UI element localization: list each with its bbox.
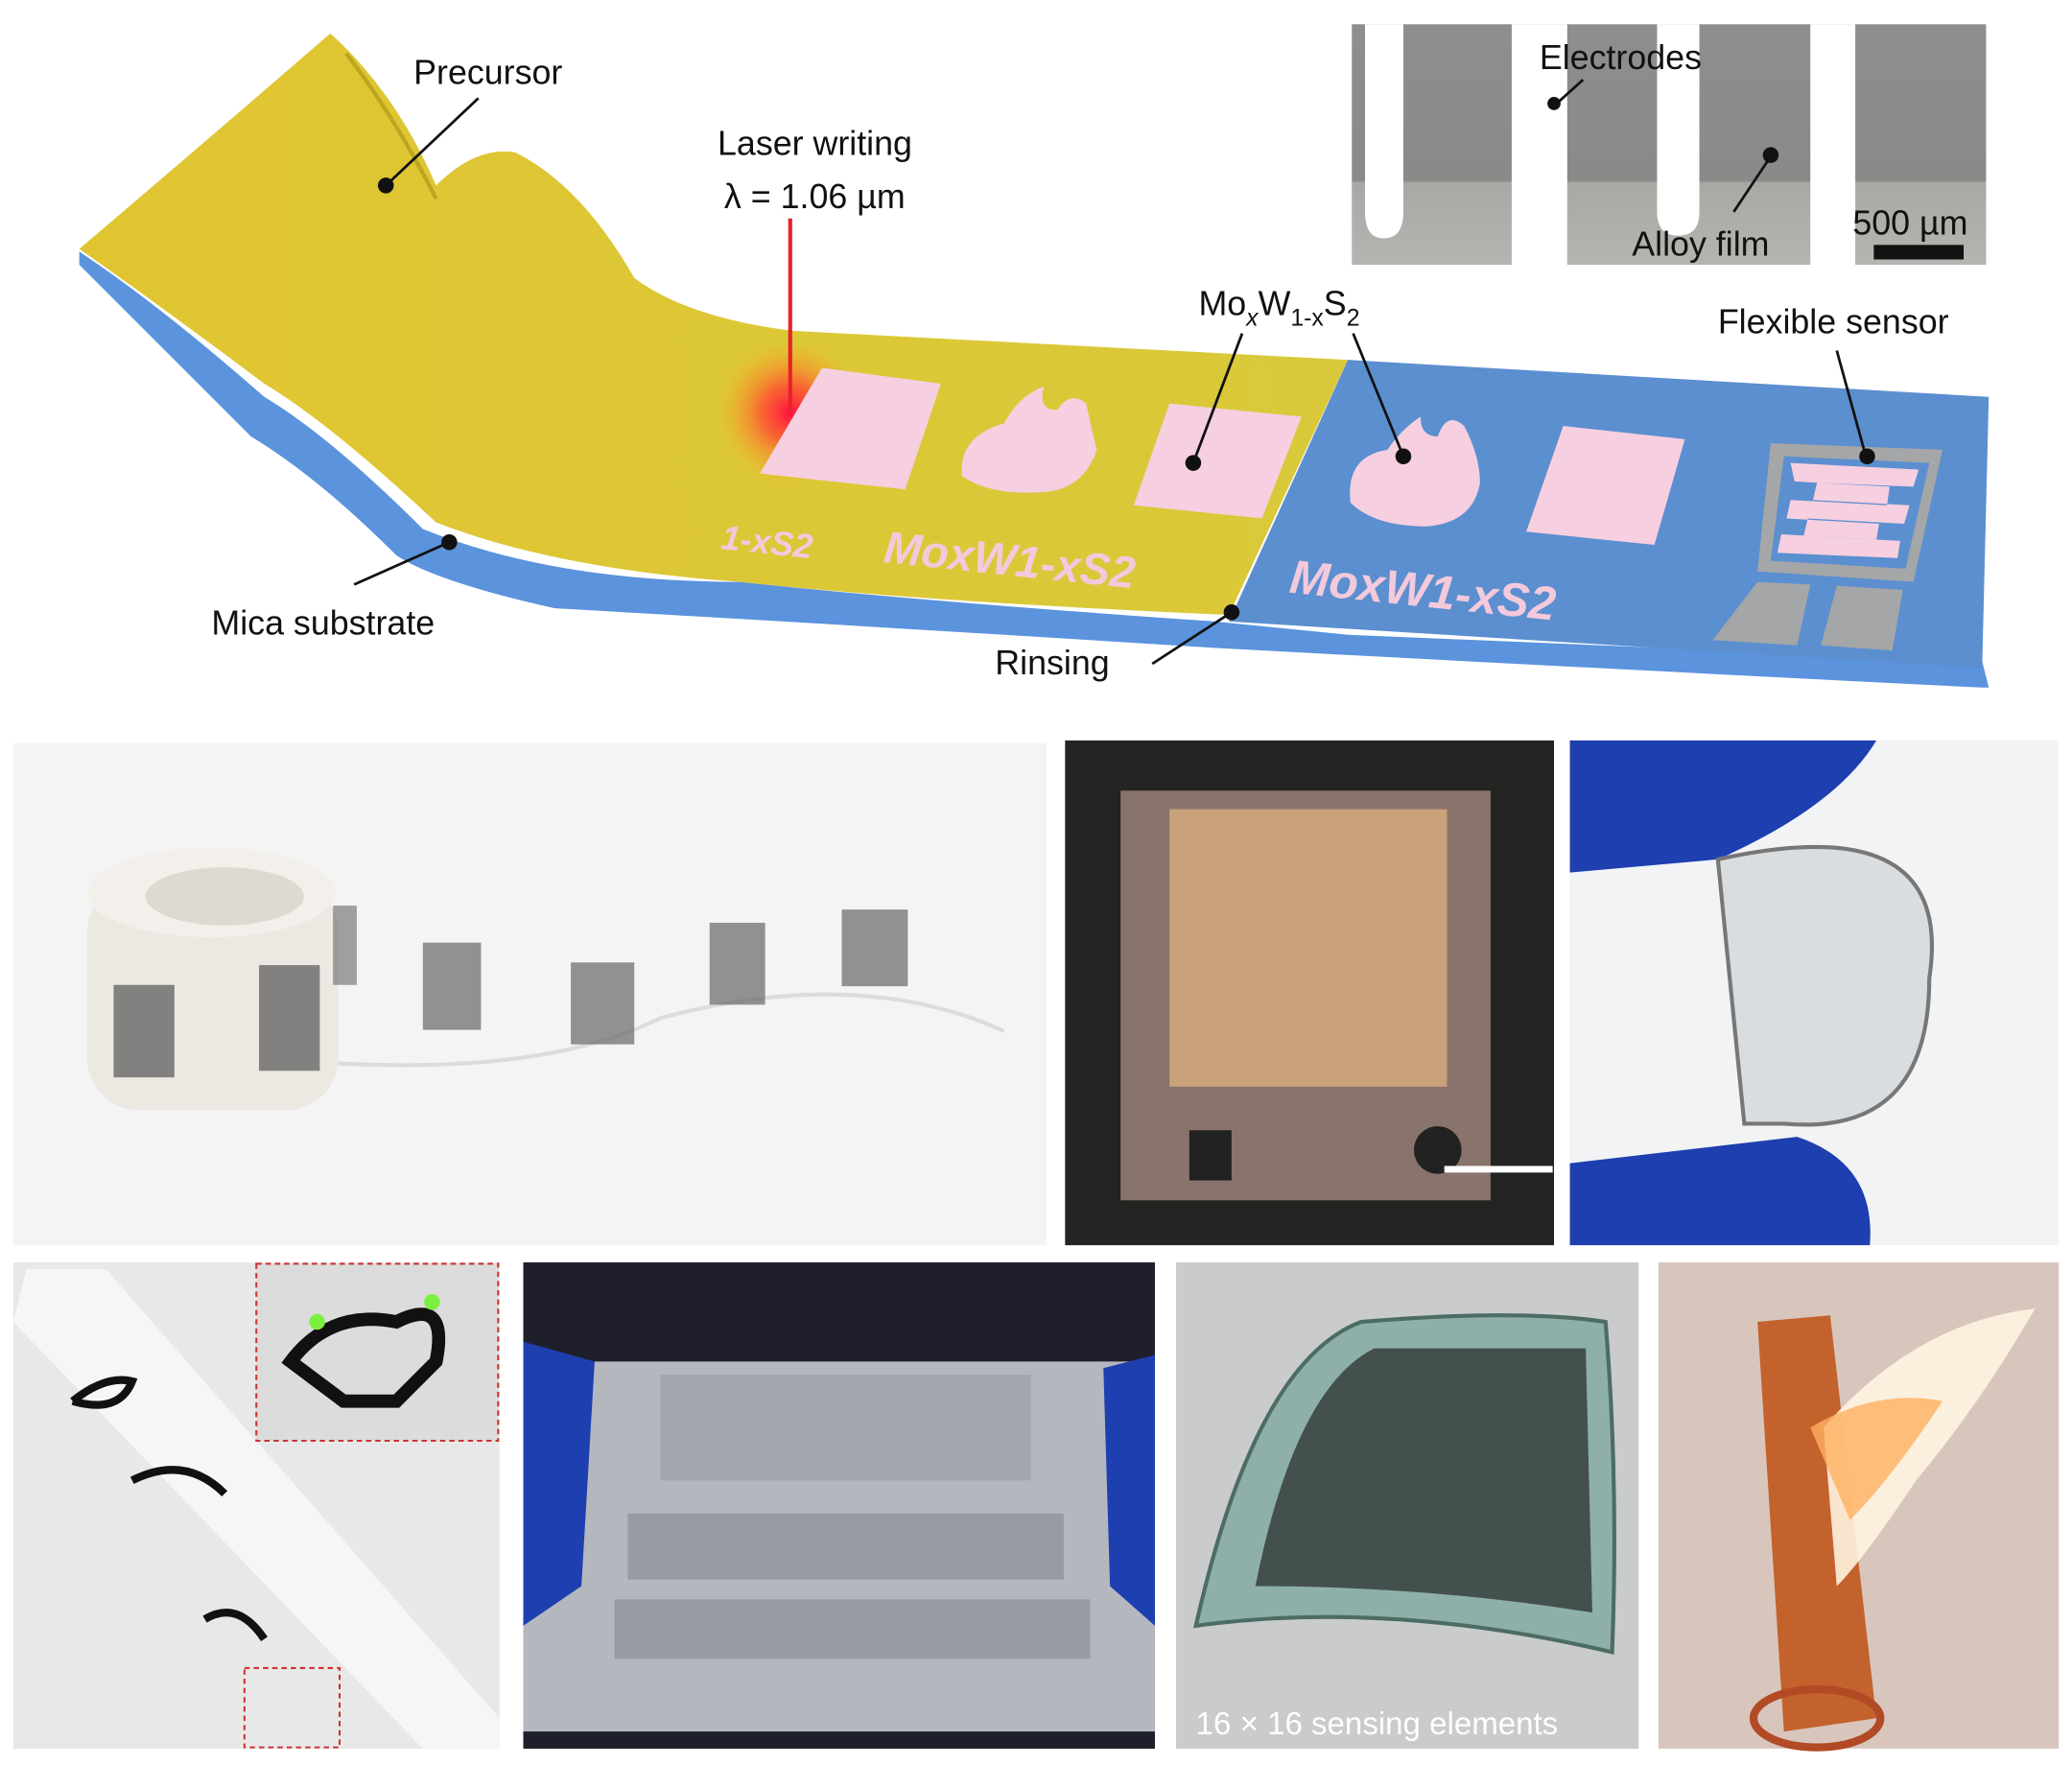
alloy-flame-2 — [1350, 416, 1480, 527]
inset-micrograph: Electrodes Alloy film 500 µm — [1352, 24, 1987, 265]
leader-dot — [1223, 604, 1240, 621]
label-mica-substrate: Mica substrate — [211, 604, 435, 643]
label-precursor: Precursor — [413, 53, 562, 91]
leader-rinsing — [1151, 611, 1233, 666]
leader-alloy-2 — [1352, 333, 1405, 458]
leader-dot — [377, 177, 394, 194]
label-laser-writing: Laser writing — [718, 125, 912, 163]
precursor-film — [79, 33, 1349, 616]
precursor-fold — [344, 52, 438, 200]
label-flexible-sensor: Flexible sensor — [1718, 303, 1949, 341]
label-alloy-formula: MoxW1-xS2 — [1198, 284, 1359, 331]
flexible-sensor-device — [1712, 442, 1942, 651]
pointer-dot — [1185, 455, 1202, 471]
label-rinsing: Rinsing — [995, 644, 1109, 682]
scale-bar — [1873, 245, 1965, 260]
photo-sensor-array — [1065, 740, 1554, 1246]
leader-dot — [1859, 448, 1875, 465]
photo-sensing-grid: 16 × 16 sensing elements — [1176, 1262, 1639, 1749]
alloy-rect-1 — [760, 367, 941, 490]
photo-stretched-electrodes — [523, 1262, 1155, 1749]
scale-bar — [1444, 1165, 1553, 1173]
photo-flame-test — [1658, 1262, 2060, 1752]
leader-electrodes — [1555, 79, 1585, 105]
leader-dot — [1547, 97, 1561, 110]
leader-dot — [441, 534, 458, 551]
label-alloy-film: Alloy film — [1632, 224, 1769, 263]
label-wavelength: λ = 1.06 µm — [724, 177, 906, 216]
leader-alloy-1 — [1191, 333, 1244, 464]
alloy-flame-1 — [961, 386, 1097, 493]
film-text-partial: 1-xS2 — [719, 518, 814, 566]
caption-sensing-elements: 16 × 16 sensing elements — [1196, 1706, 1559, 1742]
alloy-rect-3 — [1526, 426, 1685, 546]
leader-sensor — [1835, 350, 1868, 458]
alloy-rect-2 — [1133, 403, 1302, 519]
leader-mica — [353, 541, 450, 586]
label-electrodes: Electrodes — [1540, 38, 1702, 77]
leader-precursor — [385, 97, 480, 187]
photo-tape-roll — [12, 742, 1048, 1246]
leader-dot — [1395, 448, 1412, 465]
scale-bar-label: 500 µm — [1852, 203, 1967, 242]
mica-substrate — [79, 251, 1990, 688]
schematic-panel: 1-xS2 MoxW1-xS2 MoxW1-xS2 Precursor Lase… — [79, 33, 1990, 688]
photo-patterns-strip — [12, 1262, 500, 1749]
photo-bent-sensor — [1569, 740, 2060, 1246]
leader-dot — [1762, 147, 1779, 163]
leader-alloy-film — [1732, 155, 1773, 213]
